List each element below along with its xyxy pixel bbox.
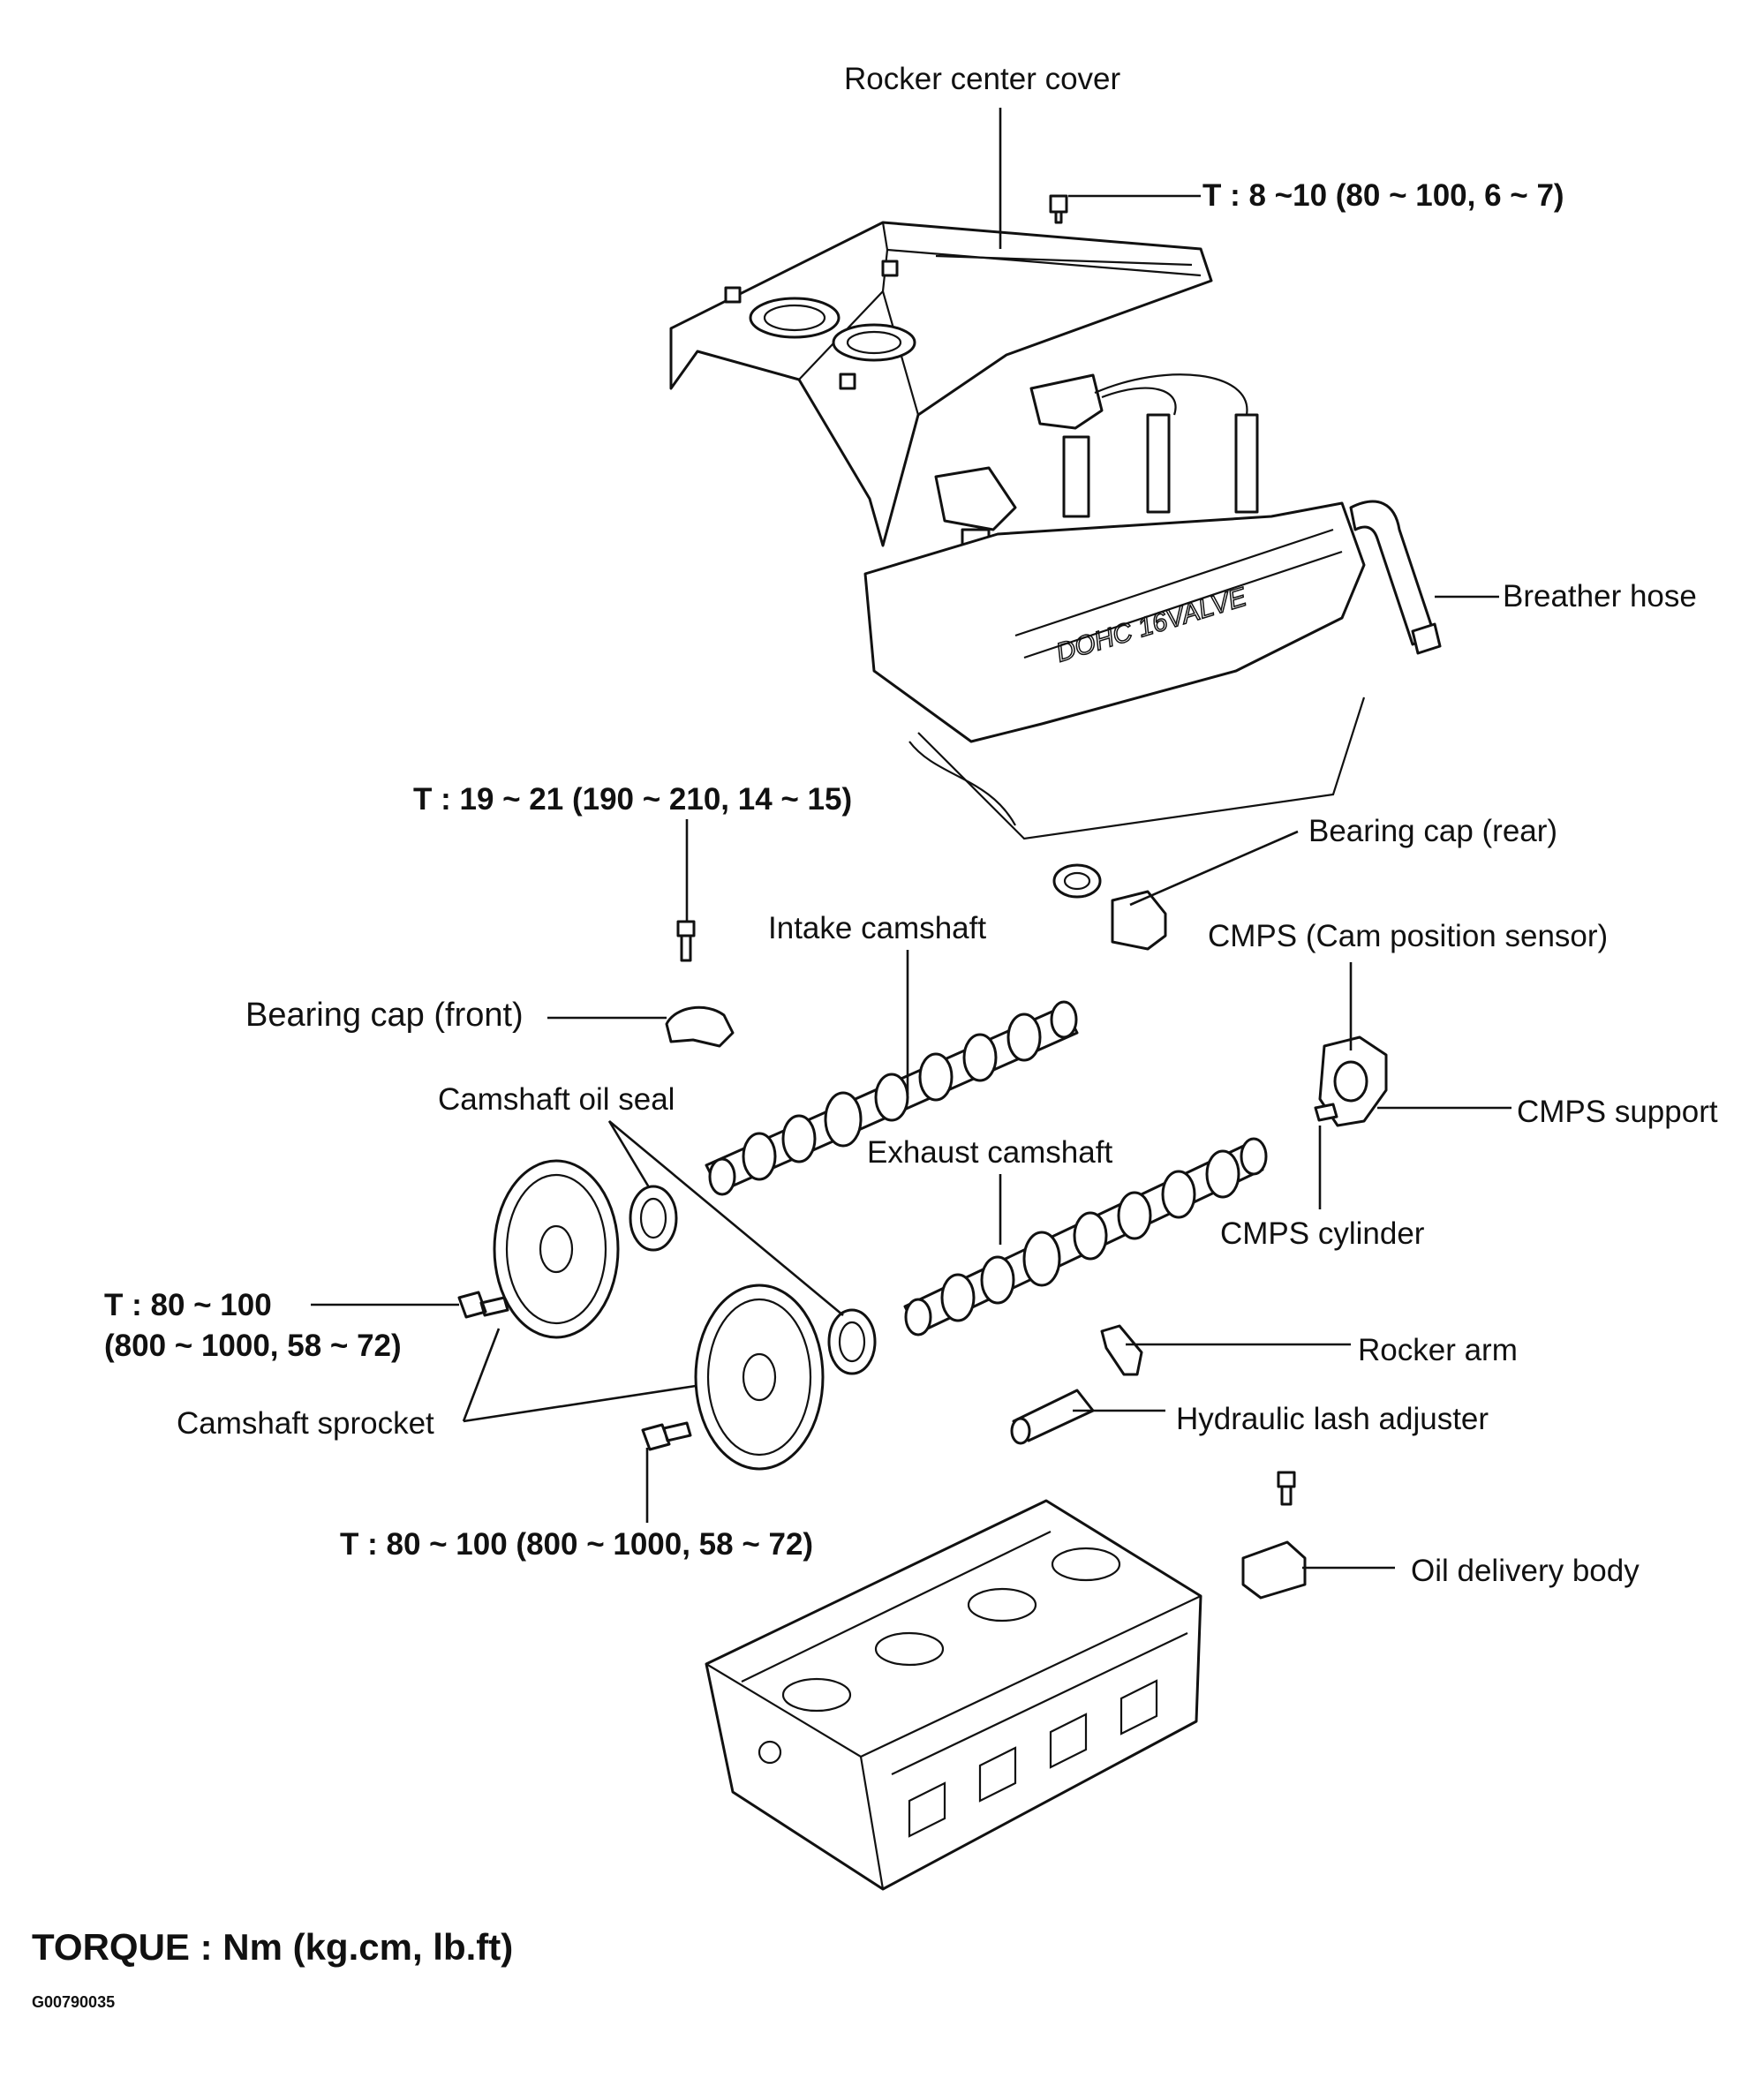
figure-id: G00790035 — [32, 1993, 116, 2011]
label-torque-sprocket-bolt-bottom: T : 80 ~ 100 (800 ~ 1000, 58 ~ 72) — [340, 1527, 814, 1562]
label-cmps-cylinder: CMPS cylinder — [1220, 1216, 1425, 1251]
leader-lines — [311, 108, 1511, 1570]
bearing-cap-front — [665, 1005, 735, 1048]
sprocket-bolts — [457, 1291, 692, 1451]
cylinder-head — [705, 1499, 1202, 1891]
exhaust-camshaft — [903, 1137, 1268, 1336]
label-bearing-cap-rear: Bearing cap (rear) — [1308, 814, 1558, 848]
label-rocker-arm: Rocker arm — [1358, 1333, 1518, 1367]
cylinder-head-cover: DOHC 16VALVE — [863, 501, 1366, 840]
ignition-coils — [934, 373, 1259, 611]
label-torque-cover-bolt: T : 8 ~10 (80 ~ 100, 6 ~ 7) — [1202, 178, 1564, 213]
label-torque-sprocket-bolt-left-line1: T : 80 ~ 100 — [104, 1288, 272, 1322]
label-intake-camshaft: Intake camshaft — [768, 911, 987, 945]
label-camshaft-oil-seal: Camshaft oil seal — [438, 1082, 675, 1117]
label-torque-bearing-cap-bolt: T : 19 ~ 21 (190 ~ 210, 14 ~ 15) — [413, 782, 853, 817]
label-rocker-center-cover: Rocker center cover — [844, 62, 1121, 96]
label-oil-delivery-body: Oil delivery body — [1411, 1554, 1640, 1588]
camshaft-sprockets — [493, 1159, 825, 1471]
rocker-center-cover — [669, 221, 1213, 547]
bearing-cap-bolt — [676, 920, 696, 962]
label-torque-sprocket-bolt-left-line2: (800 ~ 1000, 58 ~ 72) — [104, 1329, 402, 1363]
camshaft-oil-seals — [629, 1185, 877, 1375]
oil-delivery-body-part — [1241, 1471, 1307, 1600]
label-cmps-support: CMPS support — [1517, 1095, 1718, 1129]
bearing-cap-rear — [1052, 863, 1167, 951]
hydraulic-lash-adjuster-part — [1010, 1389, 1095, 1445]
cover-bolts — [724, 194, 1068, 390]
label-breather-hose: Breather hose — [1503, 579, 1697, 614]
breather-hose — [1349, 500, 1442, 655]
intake-camshaft — [705, 1000, 1079, 1196]
label-bearing-cap-front: Bearing cap (front) — [245, 997, 524, 1034]
label-cmps: CMPS (Cam position sensor) — [1208, 919, 1609, 953]
cmps-assembly — [1314, 1035, 1388, 1127]
label-camshaft-sprocket: Camshaft sprocket — [177, 1406, 434, 1441]
rocker-arm-part — [1100, 1324, 1143, 1376]
label-hydraulic-lash-adjuster: Hydraulic lash adjuster — [1176, 1402, 1489, 1436]
label-exhaust-camshaft: Exhaust camshaft — [867, 1135, 1113, 1170]
torque-units-legend: TORQUE : Nm (kg.cm, lb.ft) — [32, 1926, 514, 1968]
